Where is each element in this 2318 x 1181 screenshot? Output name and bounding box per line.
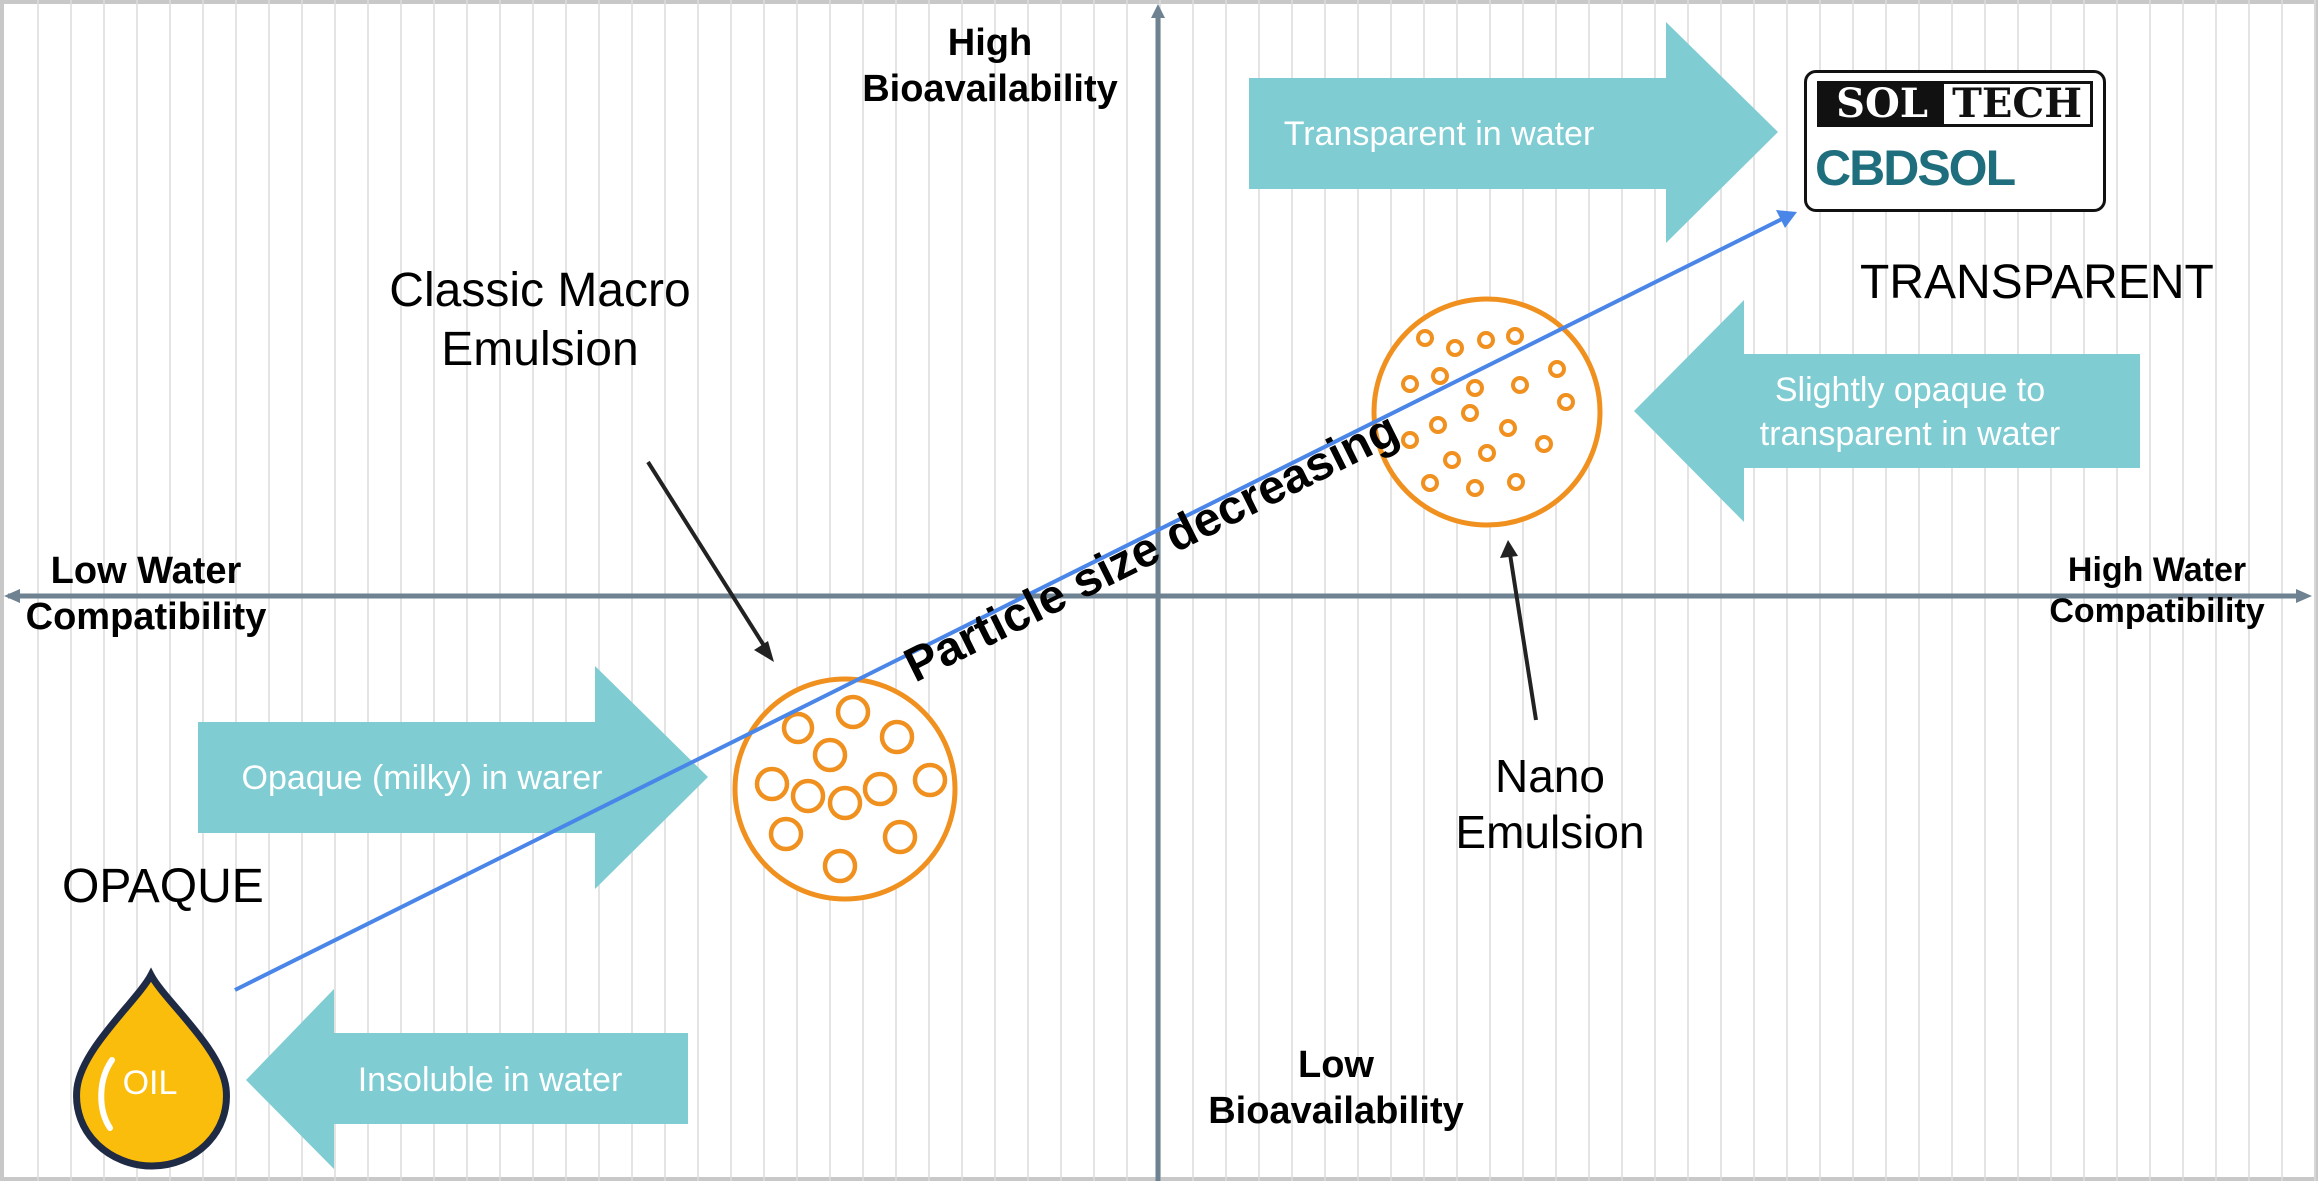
arrow-text-slightly-opaque: Slightly opaque to transparent in water — [1759, 371, 2061, 454]
label-nano-emulsion: Nano Emulsion — [1455, 750, 1645, 859]
arrow-text-insoluble: Insoluble in water — [357, 1061, 623, 1099]
soltech-wordmark: SOL TECH — [1817, 81, 2093, 127]
arrow-transparent — [1249, 22, 1778, 243]
arrow-text-opaque-milky: Opaque (milky) in warer — [241, 759, 603, 797]
oil-label: OIL — [122, 1064, 178, 1102]
soltech-cbdsol-logo: SOL TECH CBDSOL — [1804, 70, 2106, 212]
arrow-insoluble — [246, 989, 688, 1169]
arrow-text-transparent: Transparent in water — [1283, 115, 1595, 153]
logo-cbdsol-text: CBDSOL — [1815, 140, 2016, 196]
logo-sol-text: SOL — [1820, 84, 1945, 124]
nano-emulsion-circle — [1371, 296, 1603, 528]
axis-label-high-water-compatibility: High Water Compatibility — [2049, 551, 2265, 631]
nano-pointer-arrow — [1500, 540, 1538, 721]
axis-label-low-water-compatibility: Low Water Compatibility — [25, 550, 267, 639]
axis-label-low-bioavailability: Low Bioavailability — [1208, 1044, 1464, 1133]
macro-emulsion-circle — [732, 676, 958, 902]
oil-drop-icon — [73, 967, 230, 1170]
horizontal-axis-arrowhead-left — [4, 589, 20, 603]
horizontal-axis-arrowhead-right — [2296, 589, 2312, 603]
logo-tech-text: TECH — [1944, 84, 2090, 124]
arrow-slightly-opaque — [1634, 300, 2140, 522]
vertical-axis-arrowhead — [1151, 4, 1165, 18]
axis-label-high-bioavailability: High Bioavailability — [862, 22, 1118, 111]
macro-pointer-arrow — [646, 460, 774, 662]
label-classic-macro-emulsion: Classic Macro Emulsion — [389, 264, 691, 376]
label-transparent: TRANSPARENT — [1860, 256, 2214, 309]
label-opaque: OPAQUE — [62, 860, 264, 913]
arrow-opaque-milky — [198, 666, 708, 889]
particle-size-trend-line — [234, 210, 1797, 992]
